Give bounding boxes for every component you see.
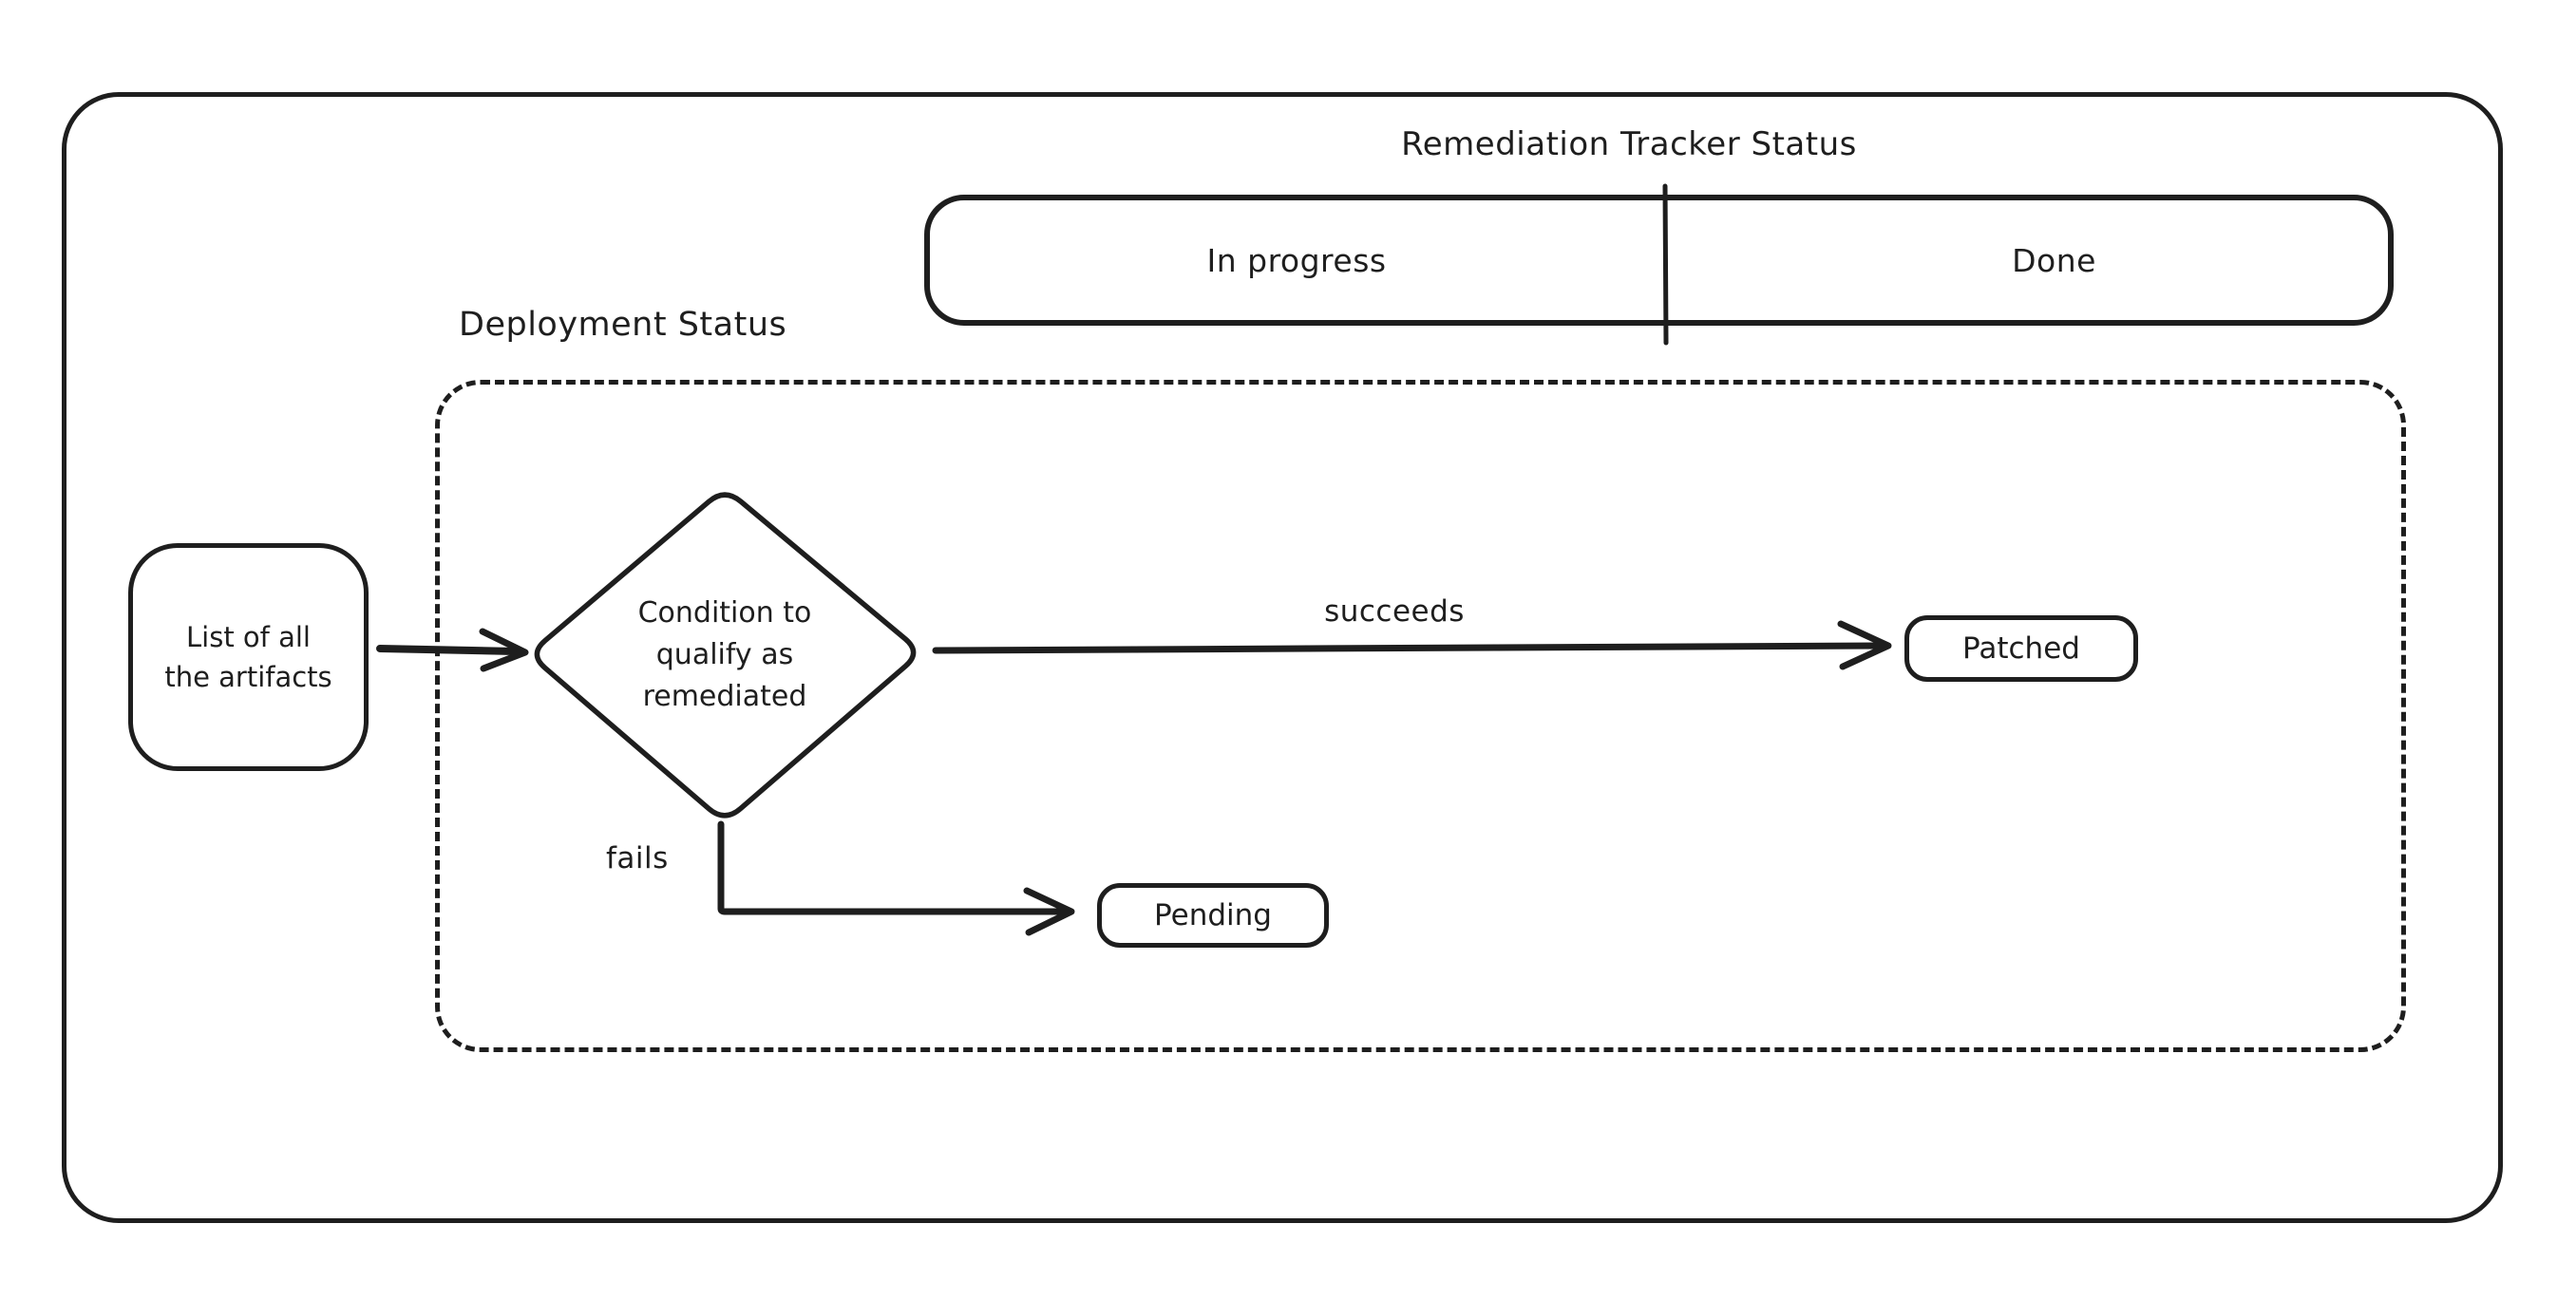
succeeds-arrowhead [1837, 620, 1892, 670]
tracker-divider-line [1662, 183, 1669, 346]
artifacts-to-decision-arrowhead [479, 628, 529, 672]
succeeds-edge-label: succeeds [1324, 594, 1465, 629]
outer-frame [62, 92, 2503, 1223]
tracker-title: Remediation Tracker Status [1401, 125, 1857, 163]
decision-node-line3: remediated [642, 680, 807, 713]
tracker-column-done: Done [2012, 241, 2096, 279]
fails-arrow [717, 820, 1066, 915]
artifacts-node-line2: the artifacts [164, 661, 332, 693]
decision-node-line2: qualify as [655, 638, 794, 671]
decision-diamond-shape [534, 492, 917, 819]
artifacts-node-line1: List of all [186, 621, 311, 653]
fails-arrowhead [1023, 887, 1075, 936]
fails-edge-label: fails [606, 841, 669, 875]
deployment-status-label: Deployment Status [459, 306, 787, 344]
decision-node-label: Condition to qualify as remediated [601, 593, 848, 718]
pending-node: Pending [1097, 883, 1329, 948]
tracker-column-in-progress: In progress [1206, 241, 1387, 279]
decision-node-line1: Condition to [637, 596, 812, 630]
deployment-status-group [435, 380, 2406, 1052]
artifacts-to-decision-arrow [376, 645, 520, 655]
patched-node: Patched [1904, 615, 2138, 682]
pending-node-label: Pending [1154, 898, 1272, 932]
patched-node-label: Patched [1962, 631, 2080, 666]
succeeds-arrow [932, 642, 1885, 654]
artifacts-node: List of all the artifacts [128, 543, 369, 771]
tracker-status-bar: In progress Done [924, 195, 2394, 326]
